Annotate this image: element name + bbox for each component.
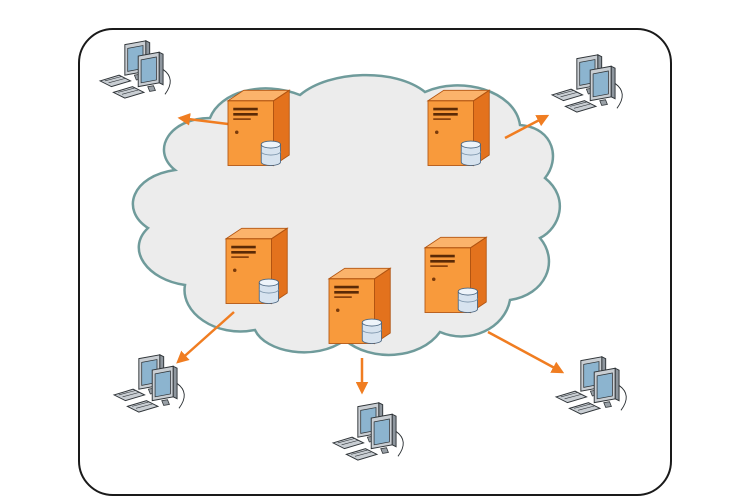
link-server-top-left-to-client-top-left [177,113,229,126]
server-with-database-icon [328,267,391,344]
link-server-middle-right-to-client-bottom-right [487,330,565,374]
server-with-database-icon [427,89,490,166]
server-with-database-icon [227,89,290,166]
links [176,113,565,395]
link-server-middle-left-to-client-bottom-left [176,311,235,364]
link-server-top-right-to-client-top-right [504,114,550,140]
server-with-database-icon [225,227,288,304]
server-with-database-icon [424,236,487,313]
